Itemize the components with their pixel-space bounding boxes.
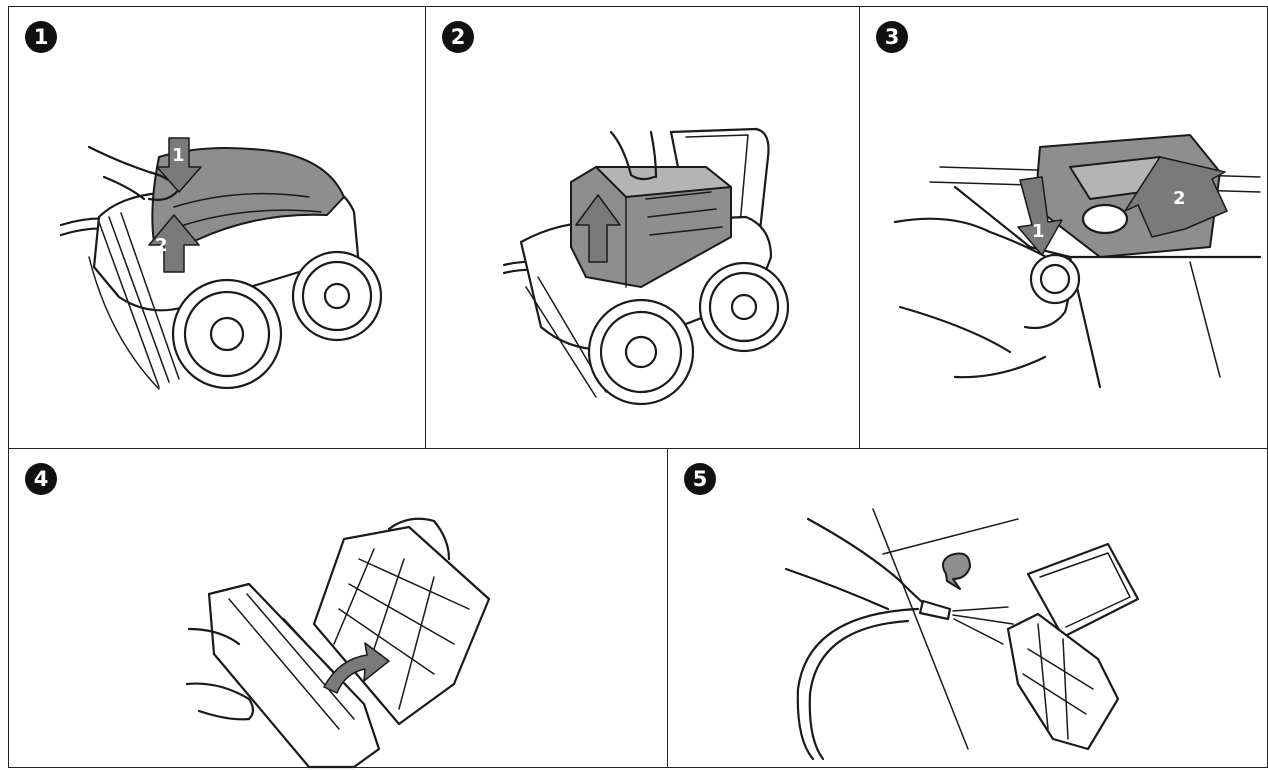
step-4-curved-arrow: [323, 642, 390, 694]
step-1-arrow-2-label: 2: [155, 235, 168, 256]
step-3-arrow-2: [1124, 156, 1228, 238]
step-3-badge: 3: [876, 21, 908, 53]
step-1-badge: 1: [25, 21, 57, 53]
step-3-arrow-1: [1017, 176, 1063, 256]
step-3-arrow-1-label: 1: [1032, 221, 1045, 242]
step-2-arrow: [575, 194, 621, 263]
step-5-badge: 5: [684, 463, 716, 495]
step-1-arrow-1-label: 1: [172, 145, 185, 166]
step-5-illustration: [784, 508, 1140, 761]
step-1-panel: 1 2 1: [8, 6, 427, 450]
step-5-panel: 5: [667, 448, 1268, 768]
step-2-badge: 2: [442, 21, 474, 53]
step-1-illustration: 1 2: [59, 137, 383, 390]
step-1-arrow-1: [156, 137, 202, 193]
step-3-panel: 1 2 3: [859, 6, 1268, 450]
step-2-illustration: [502, 127, 790, 406]
step-1-arrow-2: [148, 214, 200, 273]
step-3-arrow-2-label: 2: [1173, 188, 1186, 209]
step-4-panel: 4: [8, 448, 669, 769]
step-4-illustration: [185, 517, 491, 769]
water-drop-icon: [941, 552, 971, 590]
step-2-panel: 2: [425, 6, 861, 450]
step-3-illustration: 1 2: [893, 134, 1262, 389]
step-4-badge: 4: [25, 463, 57, 495]
